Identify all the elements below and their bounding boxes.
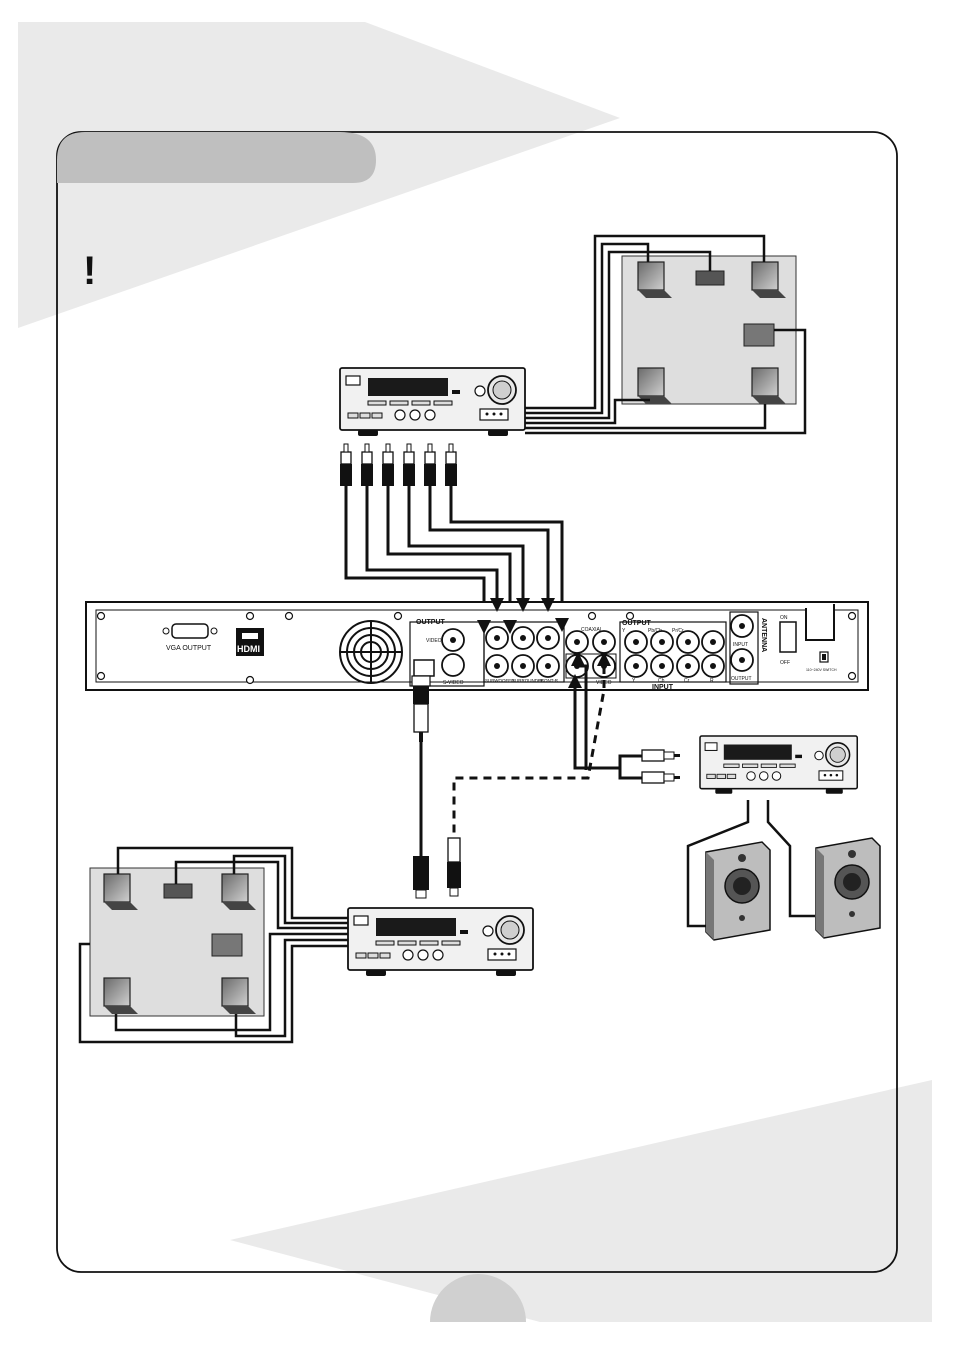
front-label: FRONT-R: [538, 678, 559, 683]
svideo-label: S-VIDEO: [443, 680, 464, 686]
video-label: VIDEO: [426, 638, 442, 644]
power-switch: [780, 622, 796, 652]
room-top-right: [622, 256, 796, 404]
coaxial-plug: [447, 838, 461, 896]
antenna-label: ANTENNA: [760, 618, 767, 652]
voltage-label: 110~240V SWITCH: [806, 668, 837, 672]
fan-icon: [340, 621, 402, 683]
optical-port: [414, 660, 434, 676]
receiver-stereo: [700, 736, 857, 794]
receiver-bottom: [348, 908, 533, 976]
speaker-left: [706, 842, 770, 940]
power-cord: [806, 604, 834, 640]
speaker-right: [816, 838, 880, 938]
coaxial-dashed-cable: [454, 666, 604, 838]
background-bottom-shape: [230, 1080, 932, 1322]
hdmi-logo: HDMI: [237, 644, 260, 654]
room-bottom-left: [90, 868, 264, 1016]
output-label: OUTPUT: [416, 619, 446, 626]
section-title-tab: [57, 132, 376, 183]
vga-output-label: VGA OUTPUT: [166, 645, 212, 652]
output-label-2: OUTPUT: [622, 620, 652, 627]
receiver-top: [340, 368, 525, 436]
subwoofer-label: SUBWOOFER: [485, 678, 515, 683]
input-label: INPUT: [652, 684, 674, 691]
vga-port: [172, 624, 208, 638]
ant-input-label: INPUT: [733, 642, 748, 648]
ant-output-label: OUTPUT: [731, 676, 752, 682]
cr-label: Cr: [684, 678, 690, 684]
rca-plugs-top: [340, 444, 457, 486]
optical-cable: [412, 676, 430, 898]
on-label: ON: [780, 615, 788, 621]
dvd-player-rear-panel: VGA OUTPUT HDMI OUTPUT VIDEO S-VIDEO SUB…: [86, 602, 868, 691]
exclamation-icon: !: [83, 249, 96, 293]
r-label: R: [710, 678, 714, 684]
off-label: OFF: [780, 660, 790, 666]
svideo-port: [442, 654, 464, 676]
rca-plugs-stereo: [642, 750, 680, 783]
